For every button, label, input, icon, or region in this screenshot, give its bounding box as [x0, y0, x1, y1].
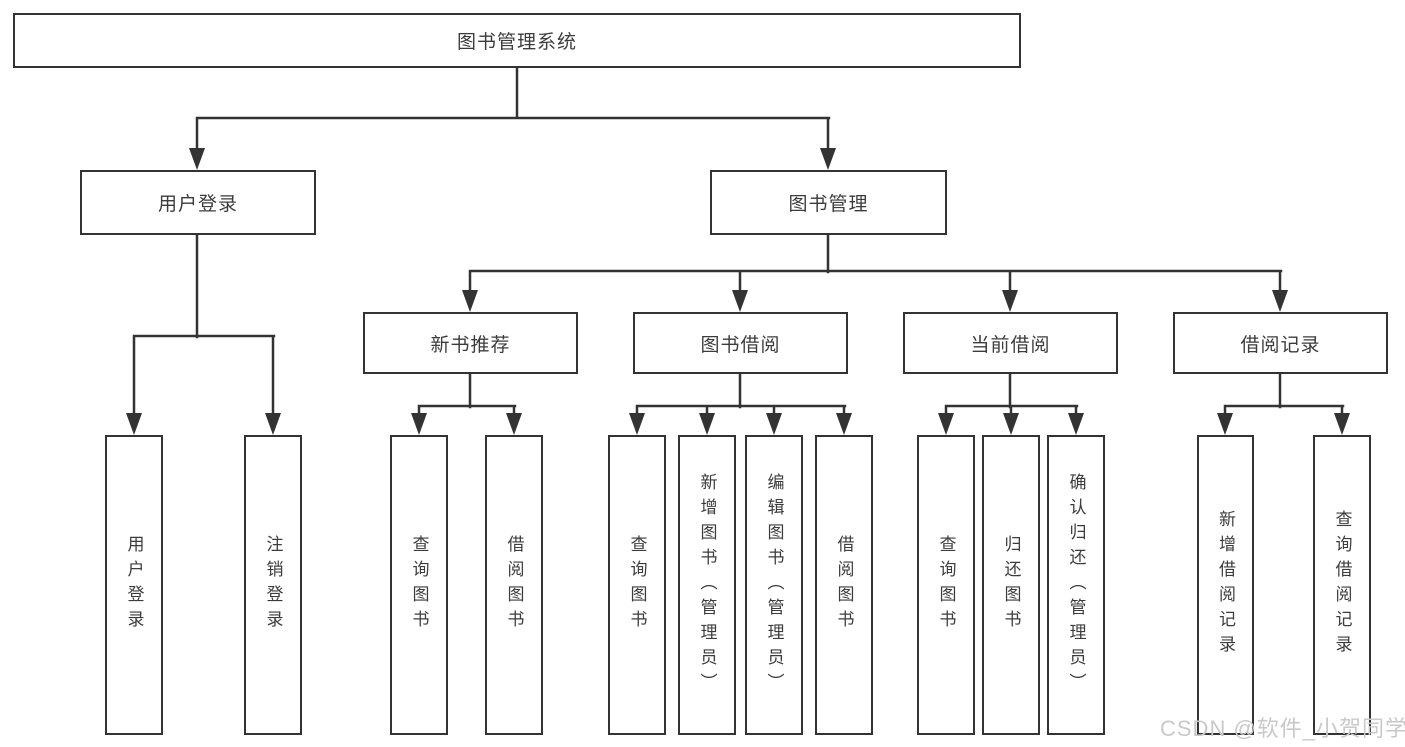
node-book-borrow: 图书借阅: [633, 312, 848, 374]
leaf-query-books-current: 查询图书: [917, 435, 975, 735]
leaf-confirm-return-admin: 确认归还（管理员）: [1047, 435, 1105, 735]
leaf-query-books-recommend: 查询图书: [390, 435, 448, 735]
leaf-user-login: 用户登录: [105, 435, 163, 735]
node-user-login: 用户登录: [80, 170, 316, 235]
leaf-logout: 注销登录: [244, 435, 302, 735]
node-current-borrow: 当前借阅: [903, 312, 1118, 374]
node-borrow-records: 借阅记录: [1173, 312, 1388, 374]
leaf-query-books-borrow: 查询图书: [608, 435, 666, 735]
node-library-management-system: 图书管理系统: [13, 13, 1021, 68]
csdn-watermark: CSDN @软件_小贺同学: [1160, 716, 1405, 741]
leaf-edit-book-admin: 编辑图书（管理员）: [745, 435, 803, 735]
leaf-return-book: 归还图书: [982, 435, 1040, 735]
node-new-book-recommend: 新书推荐: [363, 312, 578, 374]
leaf-borrow-books-recommend: 借阅图书: [485, 435, 543, 735]
leaf-borrow-books: 借阅图书: [815, 435, 873, 735]
leaf-add-book-admin: 新增图书（管理员）: [678, 435, 736, 735]
node-book-management: 图书管理: [710, 170, 947, 235]
leaf-add-borrow-record: 新增借阅记录: [1197, 435, 1254, 735]
leaf-query-borrow-record: 查询借阅记录: [1313, 435, 1371, 735]
